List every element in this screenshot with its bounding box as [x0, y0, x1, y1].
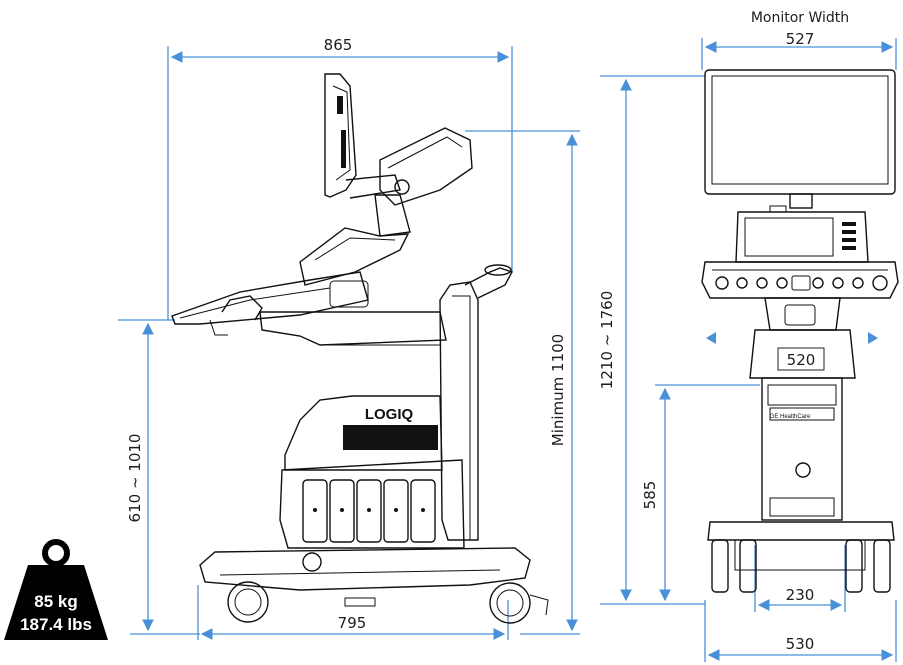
- shelf-height-label: 585: [641, 481, 659, 510]
- weight-kg: 85 kg: [34, 592, 77, 611]
- wheel-spacing-label: 230: [786, 586, 815, 604]
- weight-lbs: 187.4 lbs: [20, 615, 92, 634]
- monitor-width-caption: Monitor Width: [751, 10, 849, 26]
- monitor-width-label: 527: [786, 30, 815, 48]
- min-height-label: Minimum 1100: [549, 334, 567, 446]
- probe-holders: [302, 479, 436, 543]
- front-dimensions: Monitor Width 527 1210 ~ 1760 585 520 23…: [598, 10, 897, 662]
- side-dimensions: 865 795 610 ~ 1010 Minimum 1100: [118, 36, 580, 640]
- brand-logo: LOGIQ: [365, 406, 414, 423]
- weight-icon: 85 kg 187.4 lbs: [4, 539, 108, 640]
- front-view-ultrasound: GE HealthCare: [701, 69, 899, 593]
- side-view-ultrasound: LOGIQ: [171, 73, 549, 624]
- base-length-label: 795: [338, 614, 367, 632]
- overall-length-label: 865: [324, 36, 353, 54]
- touch-panel-keys: [842, 222, 856, 250]
- overall-height-label: 1210 ~ 1760: [598, 291, 616, 389]
- keyboard-height-label: 610 ~ 1010: [126, 434, 144, 523]
- console-width-label: 520: [787, 351, 816, 369]
- base-width-label: 530: [786, 635, 815, 653]
- brand-badge: GE HealthCare: [770, 414, 811, 420]
- keyboard-controls: [715, 275, 888, 291]
